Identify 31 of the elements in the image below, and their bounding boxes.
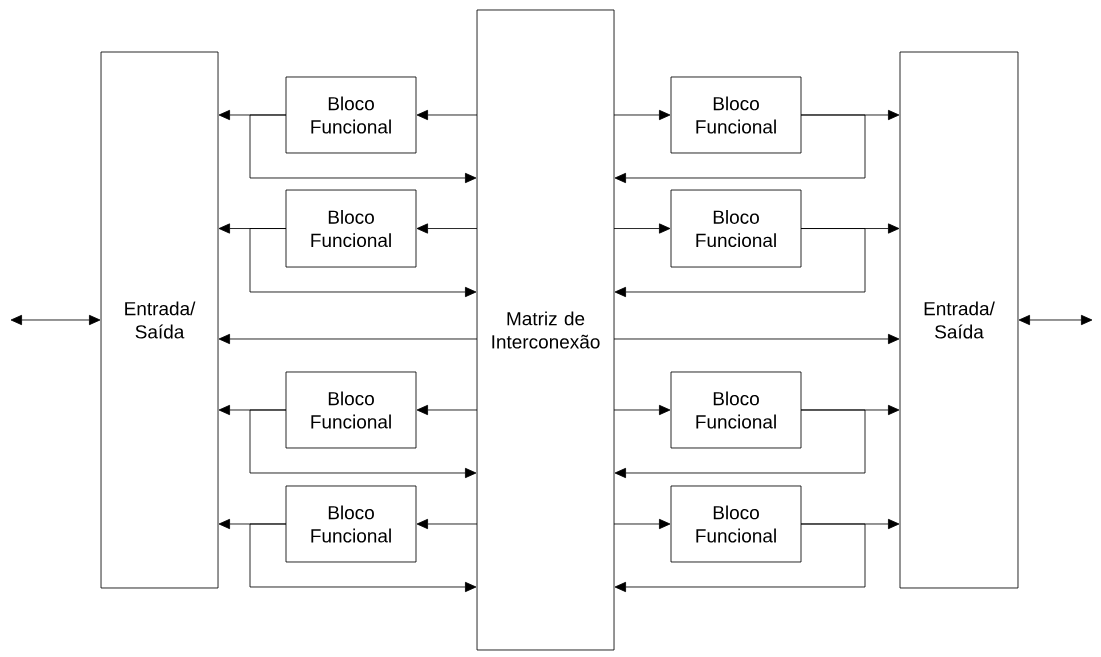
arrow <box>613 333 900 345</box>
function-block-box: Bloco Funcional <box>670 76 802 154</box>
function-block-box: Bloco Funcional <box>670 189 802 268</box>
io-box: Entrada/ Saída <box>100 51 219 589</box>
arrow <box>613 404 671 416</box>
arrow <box>249 228 477 298</box>
arrow <box>249 114 477 184</box>
matrix-box: Matriz de Interconexão <box>476 9 615 651</box>
arrow <box>416 404 478 416</box>
arrow <box>614 114 866 184</box>
arrow <box>416 109 478 121</box>
arrow <box>10 314 101 326</box>
function-block-box: Bloco Funcional <box>670 485 802 563</box>
arrow <box>416 223 478 234</box>
function-block-box: Bloco Funcional <box>285 485 417 563</box>
arrow <box>1018 314 1093 326</box>
arrow <box>416 518 478 530</box>
function-block-box: Bloco Funcional <box>285 189 417 268</box>
arrow <box>614 409 866 479</box>
function-block-box: Bloco Funcional <box>285 371 417 449</box>
arrow <box>249 409 477 479</box>
arrow <box>249 523 477 593</box>
arrow <box>614 228 866 298</box>
function-block-box: Bloco Funcional <box>285 76 417 154</box>
arrow <box>614 523 866 593</box>
io-box: Entrada/ Saída <box>899 51 1019 589</box>
function-block-box: Bloco Funcional <box>670 371 802 449</box>
arrow <box>613 518 671 530</box>
arrow <box>613 223 671 234</box>
arrow <box>218 333 478 345</box>
arrow <box>613 109 671 121</box>
